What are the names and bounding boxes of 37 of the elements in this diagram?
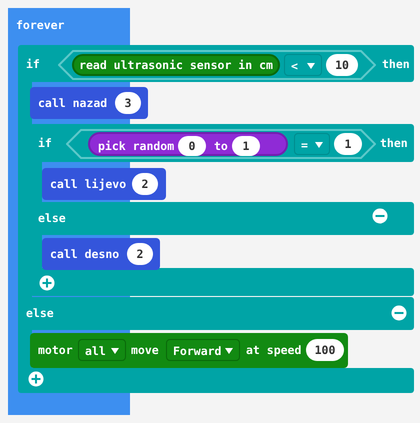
statement-block xyxy=(42,238,160,270)
dropdown xyxy=(284,54,322,76)
block-label: pick random xyxy=(98,138,174,154)
dropdown-value: Forward xyxy=(173,343,222,359)
number-field: 2 xyxy=(132,173,158,195)
block-label: at speed xyxy=(246,342,302,358)
block-label: then xyxy=(382,56,410,72)
statement-block xyxy=(30,87,148,119)
condition-block xyxy=(66,129,376,159)
block-label: call lijevo xyxy=(50,176,126,192)
block-label: call desno xyxy=(50,246,120,262)
block-label: move xyxy=(131,342,159,358)
number-field: 0 xyxy=(178,136,206,156)
block-label: if xyxy=(26,56,40,72)
block-label: motor xyxy=(38,342,73,358)
dropdown xyxy=(294,133,330,155)
dropdown xyxy=(78,339,126,361)
block-label: forever xyxy=(16,17,64,33)
block-label: else xyxy=(26,305,54,321)
block-label: then xyxy=(380,135,408,151)
reporter-block xyxy=(88,132,288,156)
number-field: 100 xyxy=(306,339,344,361)
statement-block xyxy=(42,168,166,200)
dropdown-value: all xyxy=(85,343,106,359)
dropdown-value: < xyxy=(291,58,298,74)
condition-block xyxy=(58,50,376,80)
block-label: call nazad xyxy=(38,95,108,111)
statement-block xyxy=(30,333,348,368)
dropdown-value: = xyxy=(301,137,308,153)
reporter-block: read ultrasonic sensor in cm xyxy=(72,54,280,76)
block-label: else xyxy=(38,210,66,226)
block-label: to xyxy=(214,138,228,154)
number-field: 3 xyxy=(115,92,141,114)
number-field: 2 xyxy=(127,243,153,265)
dropdown xyxy=(166,339,240,361)
number-field: 1 xyxy=(232,136,260,156)
block-label: if xyxy=(38,135,52,151)
